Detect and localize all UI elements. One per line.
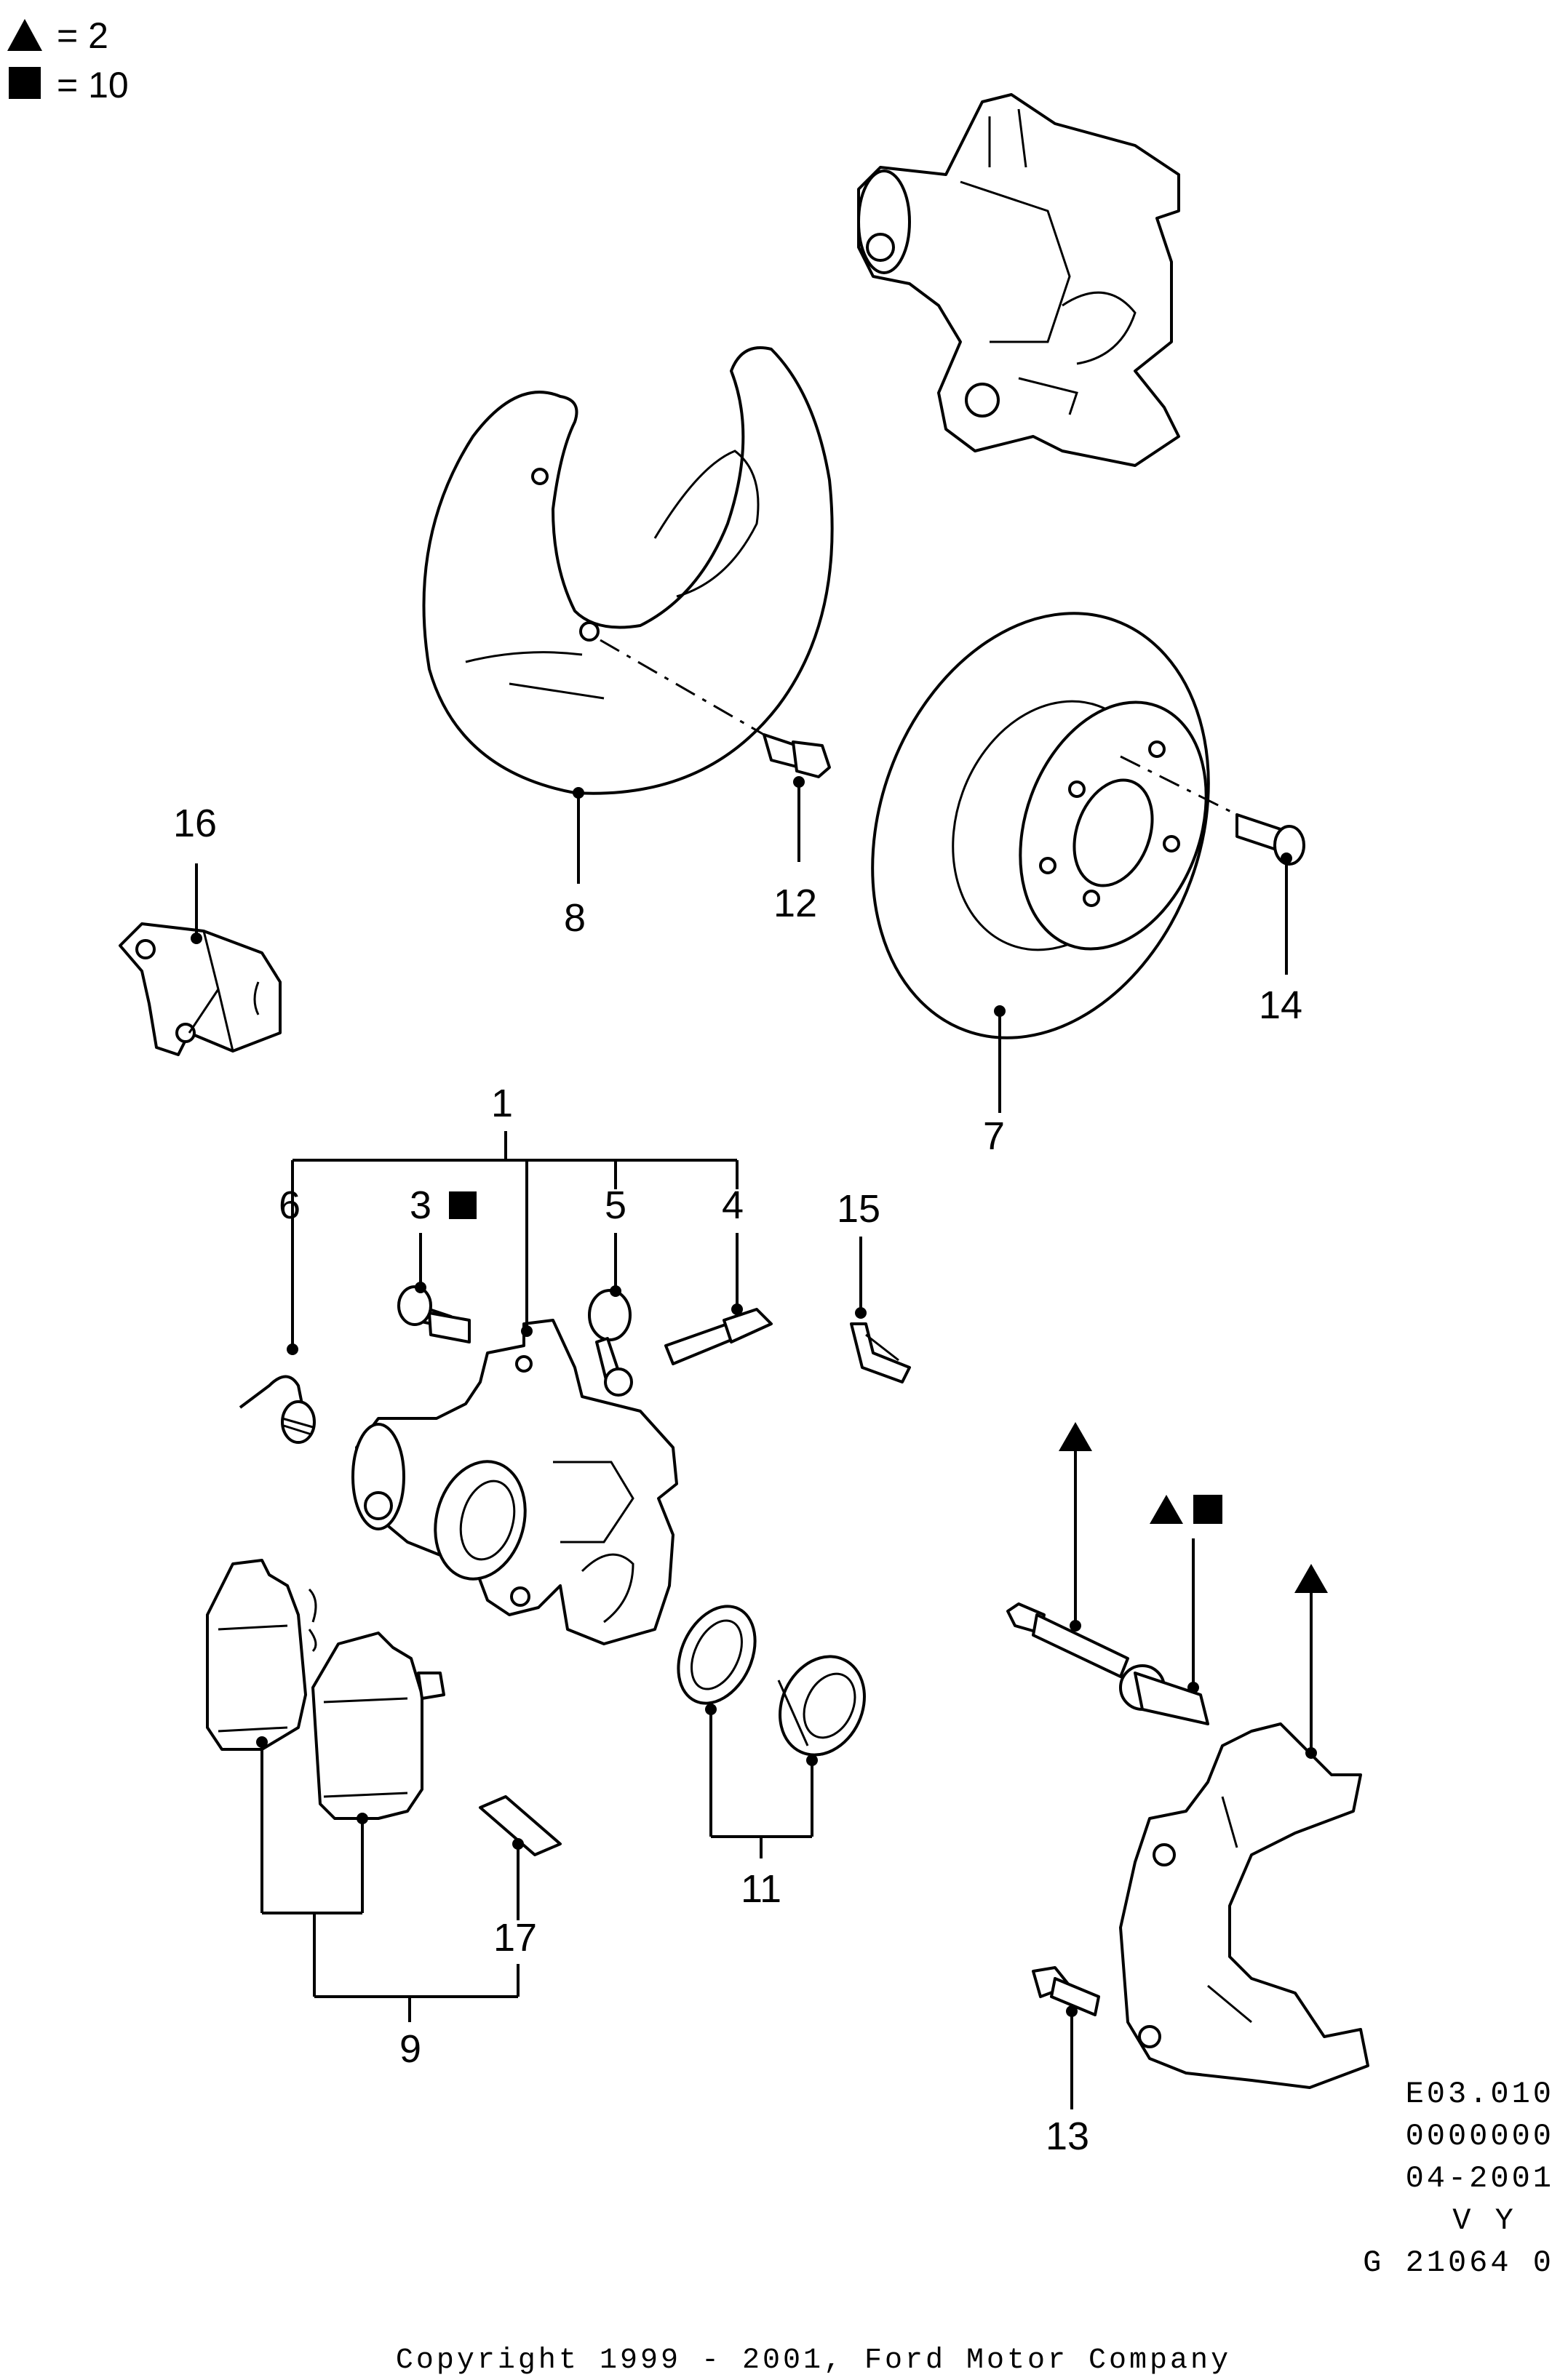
callout-15: 15 xyxy=(837,1187,880,1231)
callout-14: 14 xyxy=(1259,983,1302,1027)
legend-triangle-text: = 2 xyxy=(57,15,108,56)
legend: = 2 = 10 xyxy=(7,15,129,105)
callout-12: 12 xyxy=(773,882,817,925)
square-icon xyxy=(449,1191,477,1219)
callout-3: 3 xyxy=(410,1183,431,1227)
callout-16: 16 xyxy=(173,802,217,845)
callout-9: 9 xyxy=(399,2027,421,2071)
reference-block: E03.010 0000000 04-2001 V Y G 21064 0 xyxy=(1363,2077,1554,2280)
bracket-part-16 xyxy=(119,922,282,1056)
legend-square-text: = 10 xyxy=(57,65,129,105)
triangle-icon xyxy=(1294,1564,1328,1593)
retaining-clip-15 xyxy=(850,1322,911,1383)
copyright-text: Copyright 1999 - 2001, Ford Motor Compan… xyxy=(396,2344,1231,2377)
brake-disc xyxy=(871,612,1238,1039)
callout-5: 5 xyxy=(605,1183,626,1227)
disc-screw xyxy=(1235,813,1305,866)
square-icon xyxy=(9,67,41,99)
reference-line: 0000000 xyxy=(1406,2119,1554,2154)
caliper-carrier xyxy=(1119,1722,1369,2089)
dust-cap xyxy=(588,1289,633,1397)
square-icon xyxy=(1193,1495,1222,1524)
shield-bolt xyxy=(763,733,831,778)
bleed-screw xyxy=(397,1285,471,1343)
brake-caliper xyxy=(351,1319,678,1645)
callout-17: 17 xyxy=(493,1916,537,1960)
callout-11: 11 xyxy=(741,1867,781,1911)
triangle-icon xyxy=(7,19,42,51)
caliper-assembly-top xyxy=(857,93,1180,467)
callout-6: 6 xyxy=(279,1183,301,1227)
brake-pads xyxy=(206,1559,445,1820)
triangle-icon xyxy=(1150,1495,1183,1524)
bleed-nipple xyxy=(664,1308,773,1365)
callout-7: 7 xyxy=(983,1114,1005,1158)
triangle-icon xyxy=(1059,1422,1092,1451)
callout-labels: 1 3 4 5 6 7 8 9 11 12 13 14 15 16 17 xyxy=(173,802,1302,2158)
splash-shield xyxy=(422,346,834,795)
reference-line: E03.010 xyxy=(1406,2077,1554,2112)
spring-clip xyxy=(239,1375,316,1444)
callout-1: 1 xyxy=(491,1082,513,1125)
callout-13: 13 xyxy=(1046,2115,1089,2158)
reference-line: V Y xyxy=(1452,2203,1516,2238)
callout-4: 4 xyxy=(722,1183,744,1227)
reference-line: G 21064 0 xyxy=(1363,2245,1554,2280)
reference-line: 04-2001 xyxy=(1406,2161,1554,2196)
guide-pin xyxy=(1006,1602,1209,1725)
leader-lines xyxy=(195,782,1313,2109)
callout-8: 8 xyxy=(564,896,586,940)
leader-dots xyxy=(191,776,1317,2017)
markers xyxy=(449,1191,1328,1593)
carrier-bolt xyxy=(1032,1966,1100,2016)
piston-seal xyxy=(677,1605,866,1757)
